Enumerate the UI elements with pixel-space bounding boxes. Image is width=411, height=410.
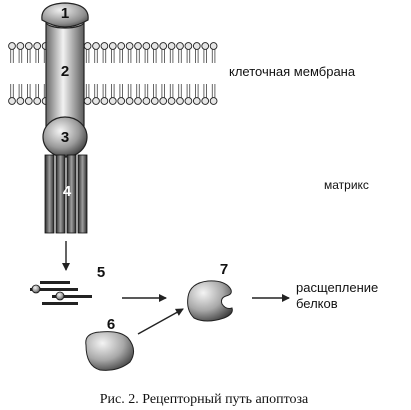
lipid-head [100,97,109,105]
procaspase-complex [30,281,92,305]
cell-membrane [8,42,218,105]
lipid-head [176,42,184,50]
lipid-head [33,42,42,50]
lipid-head [142,42,151,50]
lipid-head [184,42,193,50]
lipid-head [201,42,210,50]
figure-caption: Рис. 2. Рецепторный путь апоптоза [100,392,309,407]
lipid-head [16,42,25,50]
lipid-head [167,97,176,105]
lipid-head [125,97,134,105]
lipid-head [134,97,142,105]
lipid-head [83,97,92,105]
lipid-head [33,97,42,105]
lipid-head [92,42,100,50]
matrix-label: матрикс [324,178,369,192]
lipid-head [150,42,159,50]
lipid-head [184,97,193,105]
proteolysis-label-line1: расщепление [296,280,378,295]
lipid-head [167,42,176,50]
lipid-head [100,42,109,50]
lipid-head [24,42,33,50]
label-number-2: 2 [61,63,69,80]
lipid-head [150,97,159,105]
lipid-head [24,97,33,105]
proteolysis-label-line2: белков [296,296,338,311]
lipid-head [108,97,117,105]
lipid-head [209,97,218,105]
label-number-7: 7 [220,261,228,278]
lipid-head [108,42,117,50]
lipid-head [134,42,142,50]
lipid-head [176,97,184,105]
lipid-head [125,42,134,50]
lipid-head [117,42,126,50]
ligand-head [41,2,89,28]
arrow-6-to-7 [137,308,184,335]
caspase-7-blob [187,280,233,322]
lipid-head [209,42,218,50]
membrane-label: клеточная мембрана [229,64,356,79]
lipid-head [159,42,168,50]
protein-6-blob [85,331,134,371]
adaptor-proteins [44,154,88,234]
label-number-3: 3 [61,129,69,146]
label-number-6: 6 [107,316,115,333]
lipid-head [117,97,126,105]
lipid-head [192,97,201,105]
lipid-head [8,97,16,105]
label-number-1: 1 [61,5,69,22]
label-number-4: 4 [63,183,72,200]
lipid-head [83,42,92,50]
label-number-5: 5 [97,264,105,281]
lipid-head [16,97,25,105]
lipid-head [201,97,210,105]
lipid-head [192,42,201,50]
lipid-head [92,97,100,105]
lipid-head [159,97,168,105]
lipid-head [8,42,16,50]
lipid-head [142,97,151,105]
